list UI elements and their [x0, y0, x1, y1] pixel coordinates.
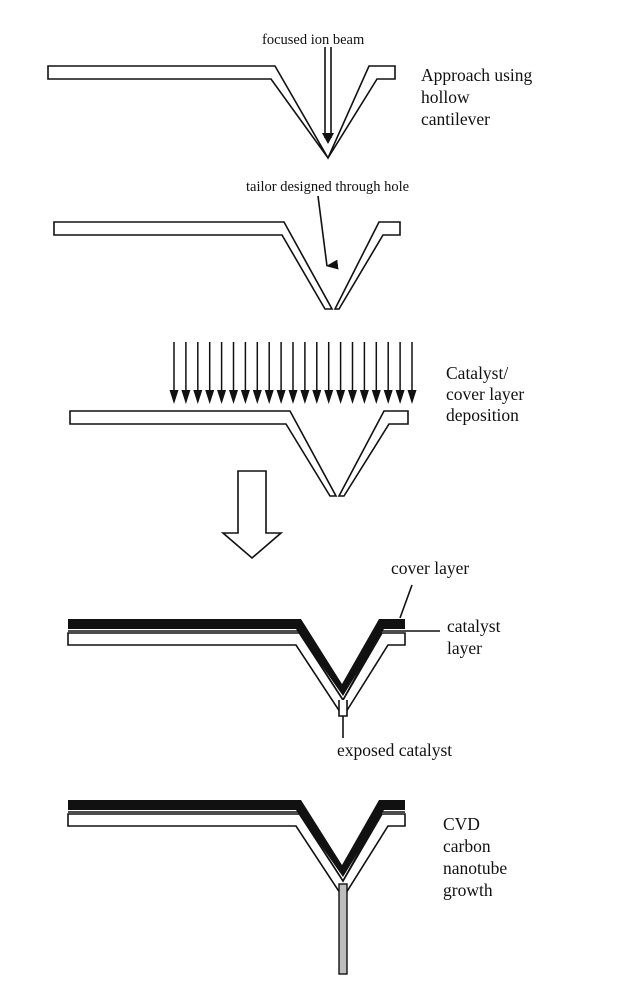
deposition-arrowhead: [396, 390, 405, 404]
step5-caption-line3: nanotube: [443, 858, 507, 878]
deposition-arrowhead: [193, 390, 202, 404]
step2-cantilever: [54, 222, 400, 309]
deposition-arrowhead: [181, 390, 190, 404]
focused-ion-beam-label: focused ion beam: [262, 32, 365, 48]
deposition-arrowhead: [241, 390, 250, 404]
deposition-arrowhead: [384, 390, 393, 404]
step1-cantilever: [48, 66, 395, 158]
step1-caption-line1: Approach using: [421, 65, 533, 85]
step1-caption-line3: cantilever: [421, 109, 490, 129]
deposition-arrowhead: [265, 390, 274, 404]
deposition-arrowhead: [229, 390, 238, 404]
catalyst-label-line2: layer: [447, 638, 482, 658]
deposition-arrowhead: [253, 390, 262, 404]
step3-caption-line3: deposition: [446, 405, 519, 425]
deposition-arrowhead: [324, 390, 333, 404]
step3-caption-line1: Catalyst/: [446, 363, 508, 383]
through-hole-label: tailor designed through hole: [246, 179, 409, 195]
deposition-arrowhead: [300, 390, 309, 404]
deposition-arrowhead: [360, 390, 369, 404]
exposed-catalyst-label: exposed catalyst: [337, 740, 452, 760]
deposition-arrowhead: [408, 390, 417, 404]
step5-cantilever: [68, 800, 405, 893]
deposition-arrowhead: [289, 390, 298, 404]
through-hole-arrow: [318, 196, 327, 266]
deposition-arrowhead: [312, 390, 321, 404]
deposition-arrows: [170, 342, 417, 404]
process-flow-arrow: [223, 471, 281, 558]
carbon-nanotube: [339, 884, 347, 974]
deposition-arrowhead: [372, 390, 381, 404]
deposition-arrowhead: [205, 390, 214, 404]
deposition-arrowhead: [277, 390, 286, 404]
step3-caption-line2: cover layer: [446, 384, 524, 404]
step5-caption-line1: CVD: [443, 814, 480, 834]
deposition-arrowhead: [336, 390, 345, 404]
step5-caption-line2: carbon: [443, 836, 491, 856]
deposition-arrowhead: [348, 390, 357, 404]
deposition-arrowhead: [217, 390, 226, 404]
catalyst-label-line1: catalyst: [447, 616, 501, 636]
step1-ion-beam: [322, 47, 334, 144]
cover-layer-label: cover layer: [391, 558, 469, 578]
step5-caption-line4: growth: [443, 880, 493, 900]
step1-caption-line2: hollow: [421, 87, 470, 107]
deposition-arrowhead: [170, 390, 179, 404]
cover-layer-pointer: [400, 585, 412, 618]
step4-cantilever: [68, 619, 405, 738]
